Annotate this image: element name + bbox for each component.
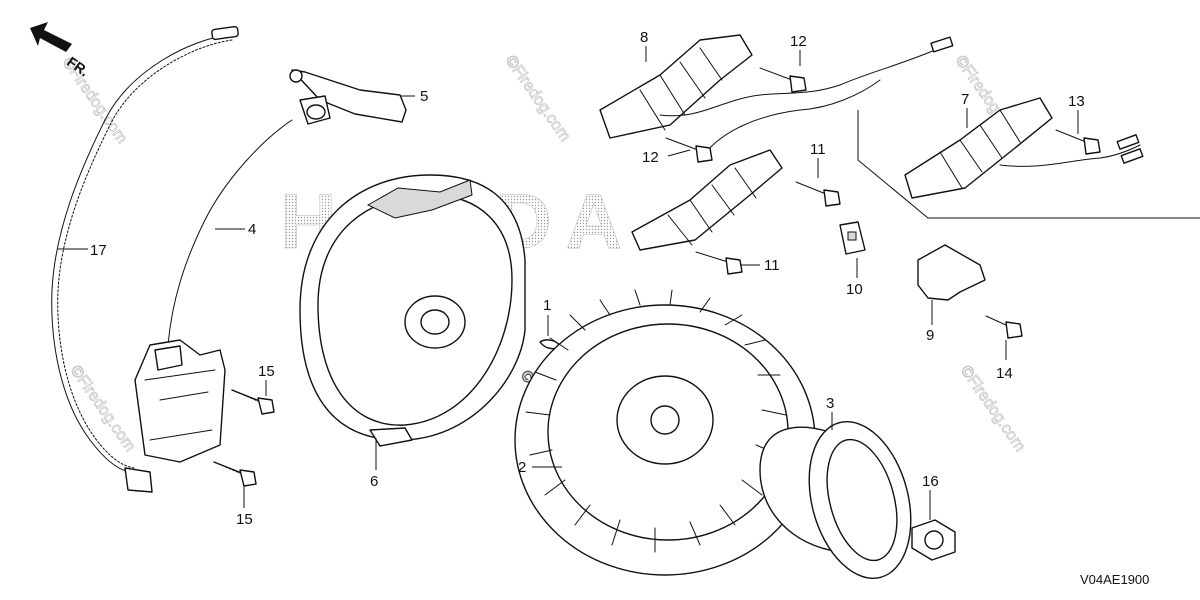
ignition-coil [134, 339, 226, 463]
part-14-bolt [985, 315, 1023, 339]
leader-lines [58, 46, 1079, 520]
callout-1: 1 [543, 297, 551, 314]
front-arrow-icon [30, 22, 72, 52]
callout-8: 8 [640, 29, 648, 46]
part-6-fan-housing [299, 174, 526, 447]
part-13-bolt [1055, 129, 1101, 155]
callout-2: 2 [518, 459, 526, 476]
part-12-bolt-lower [665, 137, 713, 163]
part-17-wire-harness [51, 25, 239, 493]
exciter-coil [631, 79, 881, 251]
part-5-spark-plug-cap [289, 69, 407, 125]
callout-12-upper: 12 [790, 33, 807, 50]
callout-15-lower: 15 [236, 511, 253, 528]
watermark: ©Firedog.com [67, 363, 139, 455]
callout-9: 9 [926, 327, 934, 344]
part-16-flange-nut [911, 519, 956, 561]
part-12-bolt-upper [759, 67, 807, 93]
inset-border [857, 110, 1200, 219]
part-11-bolt-lower [695, 251, 743, 275]
callout-10: 10 [846, 281, 863, 298]
part-11-bolt-upper [795, 181, 841, 207]
part-9-bracket [917, 244, 986, 301]
part-15-bolt-upper [231, 389, 275, 415]
callout-6: 6 [370, 473, 378, 490]
callout-14: 14 [996, 365, 1013, 382]
front-direction-marker: FR. [30, 22, 92, 79]
part-2-flywheel [514, 289, 816, 576]
part-4-high-tension-cord [167, 119, 293, 346]
part-7-coil [904, 97, 1144, 199]
callout-16: 16 [922, 473, 939, 490]
callout-7: 7 [961, 91, 969, 108]
callout-11-lower: 11 [764, 257, 780, 274]
callout-3: 3 [826, 395, 834, 412]
callout-17: 17 [90, 242, 107, 259]
watermark: ©Firedog.com [502, 53, 574, 145]
callout-15-upper: 15 [258, 363, 275, 380]
callouts: 1 2 3 4 5 6 7 8 9 10 11 11 12 12 13 14 1… [90, 29, 1085, 528]
callout-4: 4 [248, 221, 256, 238]
callout-11-upper: 11 [810, 141, 826, 158]
part-10-clip [839, 221, 866, 255]
part-3-fan-cup [759, 421, 912, 579]
watermark: ©Firedog.com [957, 363, 1029, 455]
callout-12-lower: 12 [642, 149, 659, 166]
callout-5: 5 [420, 88, 428, 105]
callout-13: 13 [1068, 93, 1085, 110]
part-15-bolt-lower [213, 461, 257, 487]
part-8-charge-coil [599, 34, 954, 139]
diagram-code: V04AE1900 [1080, 572, 1149, 587]
